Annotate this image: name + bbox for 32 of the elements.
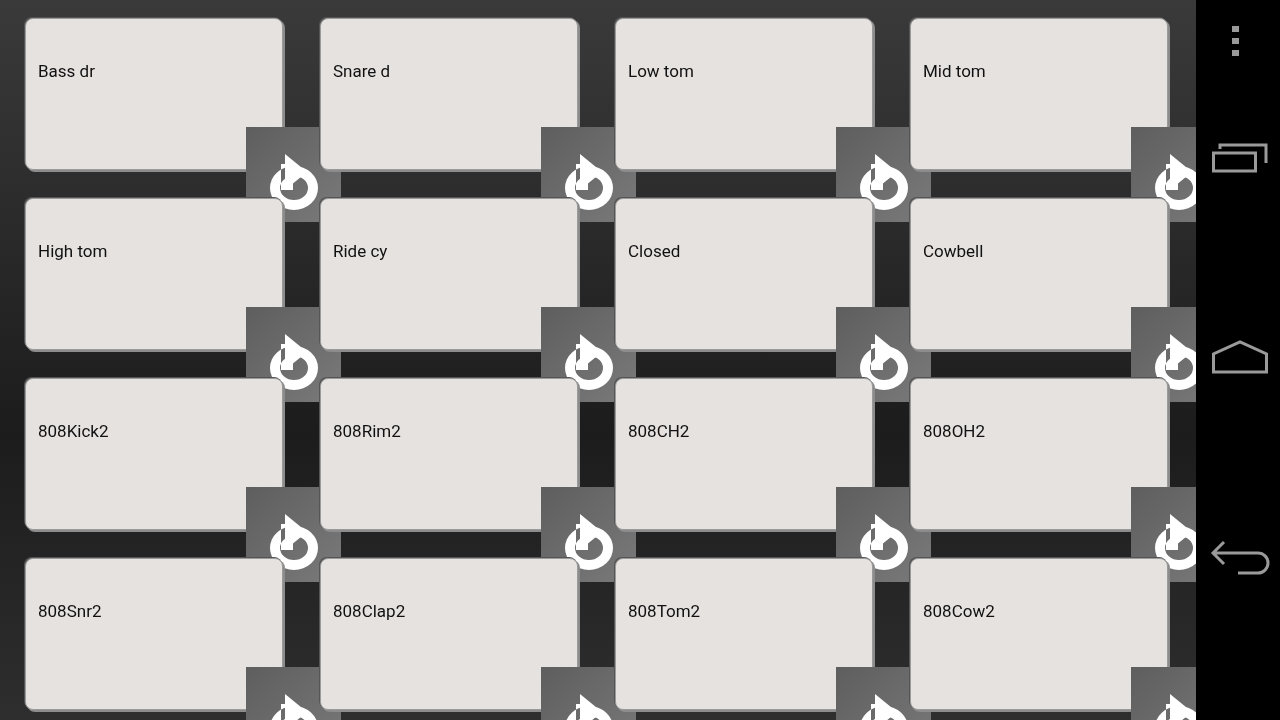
pad-label: Cowbell xyxy=(923,241,984,261)
pad-label: 808OH2 xyxy=(923,421,986,441)
pad-label: Mid tom xyxy=(923,61,986,81)
pad-label: Low tom xyxy=(628,61,694,81)
pad-label: 808Kick2 xyxy=(38,421,109,441)
drum-pad xyxy=(615,198,873,350)
drum-pad xyxy=(910,558,1168,710)
drum-pad xyxy=(615,378,873,530)
drum-pad xyxy=(320,558,578,710)
pad-label: Bass dr xyxy=(38,61,95,81)
pad-label: Ride cy xyxy=(333,241,388,261)
drum-pad xyxy=(615,18,873,170)
drum-pad xyxy=(25,18,283,170)
drum-pad xyxy=(910,18,1168,170)
pad-label: High tom xyxy=(38,241,108,261)
pad-label: Closed xyxy=(628,241,681,261)
drum-pad xyxy=(25,198,283,350)
pad-label: 808Snr2 xyxy=(38,601,102,621)
drum-pad xyxy=(25,378,283,530)
drum-pad xyxy=(615,558,873,710)
drum-pad xyxy=(320,378,578,530)
drum-pad xyxy=(320,198,578,350)
pad-label: 808Tom2 xyxy=(628,601,701,621)
pad-label: 808Rim2 xyxy=(333,421,401,441)
drum-pad xyxy=(320,18,578,170)
drum-pad xyxy=(910,198,1168,350)
drum-pad xyxy=(910,378,1168,530)
drum-pad xyxy=(25,558,283,710)
pad-label: 808Clap2 xyxy=(333,601,406,621)
pad-label: 808Cow2 xyxy=(923,601,995,621)
pad-label: 808CH2 xyxy=(628,421,690,441)
pad-label: Snare d xyxy=(333,61,391,81)
